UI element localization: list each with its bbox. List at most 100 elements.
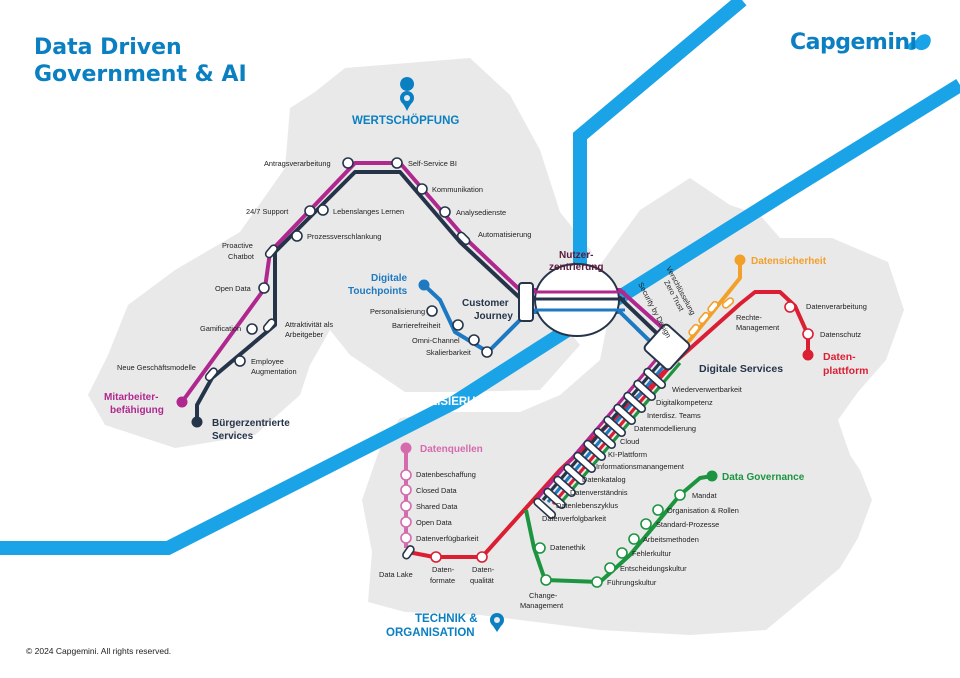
station-personalisierung: Personalisierung	[370, 307, 425, 316]
line-datenplattform	[407, 290, 810, 559]
station-kommunikation: Kommunikation	[432, 185, 483, 194]
station-teams: Interdisz. Teams	[647, 411, 701, 420]
station-datenlebenszyklus: Datenlebenszyklus	[556, 501, 618, 510]
trunk-stations	[533, 367, 667, 520]
line-label-plattform-1: Daten-	[823, 351, 856, 363]
region-label-digitalisierung: DIGITALISIERUNG	[392, 396, 493, 408]
line-label-datenquellen: Datenquellen	[420, 444, 483, 455]
hub-label-journey-1: Customer	[462, 298, 509, 309]
terminal-governance[interactable]	[706, 470, 718, 482]
line-label-buerger-1: Bürgerzentrierte	[212, 418, 290, 429]
station-lernen: Lebenslanges Lernen	[333, 207, 404, 216]
station-datalake-capsule	[402, 545, 415, 560]
station-geschaeftsmodelle: Neue Geschäftsmodelle	[117, 363, 196, 372]
station-organisation: Organisation & Rollen	[667, 506, 739, 515]
station-datenverarbeitung: Datenverarbeitung	[806, 302, 867, 311]
station-kiplattform: KI-Plattform	[608, 450, 647, 459]
station-datenbeschaffung: Datenbeschaffung	[416, 470, 476, 479]
line-label-plattform-2: plattform	[823, 365, 869, 377]
station-opendata2: Open Data	[416, 518, 453, 527]
copyright-text: © 2024 Capgemini. All rights reserved.	[26, 646, 172, 656]
title-line-1: Data Driven	[34, 35, 182, 60]
station-change-2: Management	[520, 601, 563, 610]
hub-digitale-services[interactable]	[643, 323, 691, 371]
line-label-mitarbeiter-1: Mitarbeiter-	[104, 392, 158, 403]
station-qualitaet-1: Daten-	[472, 565, 495, 574]
station-attraktivitaet-2: Arbeitgeber	[285, 330, 324, 339]
station-datenmodellierung: Datenmodellierung	[634, 424, 696, 433]
station-arbeitsmethoden: Arbeitsmethoden	[643, 535, 699, 544]
station-datenverfolgbarkeit: Datenverfolgbarkeit	[542, 514, 606, 523]
top-band	[573, 0, 747, 322]
station-datalake: Data Lake	[379, 570, 413, 579]
station-attraktivitaet-1: Attraktivität als	[285, 320, 333, 329]
page-title: Data Driven Government & AI	[34, 34, 247, 88]
line-label-touch-1: Digitale	[371, 273, 408, 284]
station-datenethik: Datenethik	[550, 543, 586, 552]
station-change-1: Change-	[529, 591, 558, 600]
hub-customer-journey[interactable]	[518, 282, 534, 322]
terminal-datensicherheit[interactable]	[734, 254, 746, 266]
station-fehlerkultur: Fehlerkultur	[632, 549, 672, 558]
region-label-technik-2: ORGANISATION	[386, 627, 475, 639]
station-support: 24/7 Support	[246, 207, 288, 216]
hub-label-nutzer-2: zentrierung	[549, 262, 603, 273]
station-selfservice: Self-Service BI	[408, 159, 457, 168]
terminal-datenplattform[interactable]	[802, 349, 814, 361]
station-digitalkompetenz: Digitalkompetenz	[656, 398, 713, 407]
station-gamification: Gamification	[200, 324, 241, 333]
station-cloud: Cloud	[620, 437, 639, 446]
line-label-governance: Data Governance	[722, 472, 805, 483]
station-omnichannel: Omni-Channel	[412, 336, 460, 345]
region-label-technik-1: TECHNIK &	[415, 613, 478, 625]
station-fuehrungskultur: Führungskultur	[607, 578, 657, 587]
capgemini-spade-icon	[907, 34, 931, 51]
station-wiederverwertbarkeit: Wiederverwertbarkeit	[672, 385, 742, 394]
orange-stations	[688, 297, 735, 337]
station-automatisierung: Automatisierung	[478, 230, 531, 239]
station-opendata: Open Data	[215, 284, 252, 293]
hub-nutzerzentrierung[interactable]	[530, 263, 625, 337]
station-barrierefreiheit: Barrierefreiheit	[392, 321, 440, 330]
station-closeddata: Closed Data	[416, 486, 458, 495]
terminal-touchpoints[interactable]	[418, 279, 430, 291]
station-prozessverschlankung: Prozessverschlankung	[307, 232, 381, 241]
line-label-datensicherheit: Datensicherheit	[751, 256, 827, 267]
station-shareddata: Shared Data	[416, 502, 458, 511]
station-chatbot-1: Proactive	[222, 241, 253, 250]
station-datenverstaendnis: Datenverständnis	[570, 488, 628, 497]
terminal-datenquellen[interactable]	[400, 442, 412, 454]
station-antrag: Antragsverarbeitung	[264, 159, 331, 168]
terminal-mitarbeiter[interactable]	[176, 396, 188, 408]
station-formate-2: formate	[430, 576, 455, 585]
station-employee-1: Employee	[251, 357, 284, 366]
line-label-buerger-2: Services	[212, 431, 254, 442]
station-informationsmanagement: Informationsmanangement	[596, 462, 684, 471]
station-formate-1: Daten-	[432, 565, 455, 574]
station-rechte-1: Rechte-	[736, 313, 762, 322]
double-line-stations	[204, 231, 471, 382]
title-line-2: Government & AI	[34, 62, 247, 87]
station-chatbot-2: Chatbot	[228, 252, 254, 261]
hub-label-journey-2: Journey	[474, 311, 513, 322]
brand-logo[interactable]: Capgemini	[790, 30, 917, 55]
station-skalierbarkeit: Skalierbarkeit	[426, 348, 471, 357]
line-label-touch-2: Touchpoints	[348, 286, 408, 297]
station-qualitaet-2: qualität	[470, 576, 494, 585]
hub-label-nutzer-1: Nutzer-	[559, 250, 593, 261]
location-pin-icon	[400, 77, 415, 111]
station-rechte-2: Management	[736, 323, 779, 332]
station-entscheidungskultur: Entscheidungskultur	[620, 564, 687, 573]
station-datenkatalog: Datenkatalog	[582, 475, 626, 484]
station-datenverfuegbarkeit: Datenverfügbarkeit	[416, 534, 478, 543]
location-pin-icon	[490, 613, 504, 632]
region-wertschoepfung-shape	[88, 58, 592, 448]
right-band	[576, 79, 960, 328]
digitalisierung-band	[0, 316, 584, 555]
station-standard: Standard-Prozesse	[656, 520, 719, 529]
region-label-wertschoepfung: WERTSCHÖPFUNG	[352, 114, 459, 127]
terminal-buerger[interactable]	[191, 416, 203, 428]
station-employee-2: Augmentation	[251, 367, 297, 376]
line-label-mitarbeiter-2: befähigung	[110, 405, 164, 416]
